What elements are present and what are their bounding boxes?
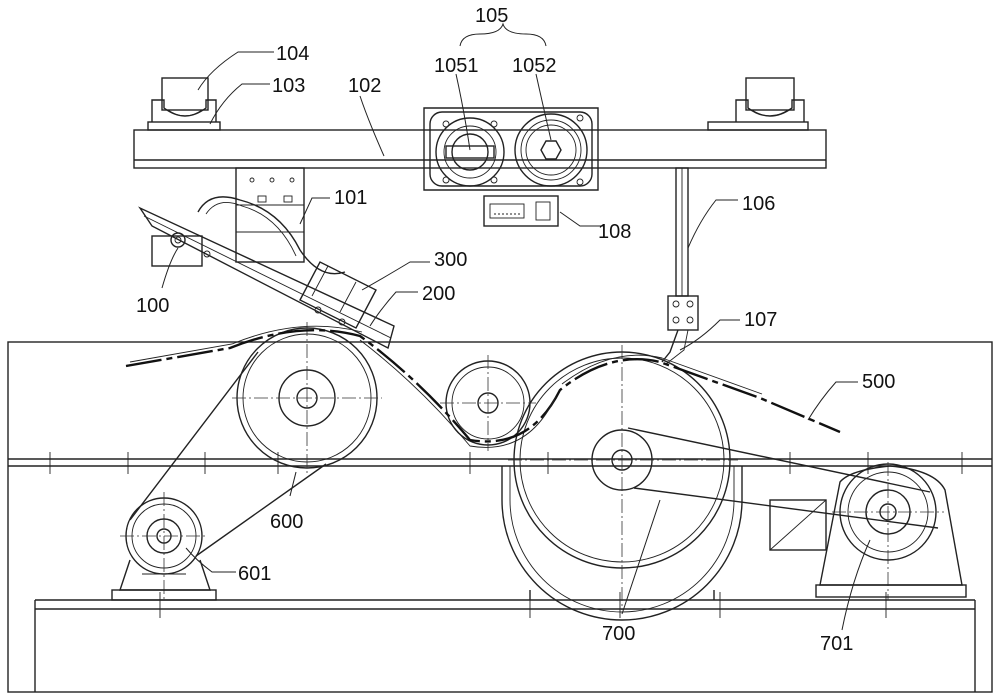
- right-wheel-bracket: [708, 78, 808, 130]
- label-500: 500: [862, 371, 895, 393]
- label-108: 108: [598, 221, 631, 243]
- vertical-rod: [662, 168, 698, 364]
- middle-roller: [440, 355, 536, 451]
- right-motor: [628, 428, 966, 600]
- label-700: 700: [602, 623, 635, 645]
- tilted-arm: [140, 197, 394, 348]
- label-104: 104: [276, 43, 309, 65]
- label-600: 600: [270, 511, 303, 533]
- label-1052: 1052: [512, 55, 557, 77]
- left-wheel-bracket: [148, 78, 220, 130]
- label-103: 103: [272, 75, 305, 97]
- label-100: 100: [136, 295, 169, 317]
- label-200: 200: [422, 283, 455, 305]
- support-bracket: [152, 168, 304, 266]
- left-motor: [112, 352, 326, 600]
- gear-housing: [424, 108, 598, 190]
- top-beam: [134, 130, 826, 168]
- label-300: 300: [434, 249, 467, 271]
- label-102: 102: [348, 75, 381, 97]
- label-601: 601: [238, 563, 271, 585]
- label-105: 105: [475, 5, 508, 27]
- label-1051: 1051: [434, 55, 479, 77]
- label-107: 107: [744, 309, 777, 331]
- display-unit: [484, 196, 558, 226]
- large-drum: [502, 345, 742, 620]
- label-106: 106: [742, 193, 775, 215]
- label-701: 701: [820, 633, 853, 655]
- label-101: 101: [334, 187, 367, 209]
- strip-material: [126, 326, 840, 447]
- reference-labels: 105 1051 1052 104 103 102 101 106 108 30…: [136, 5, 895, 655]
- left-roller: [232, 322, 382, 474]
